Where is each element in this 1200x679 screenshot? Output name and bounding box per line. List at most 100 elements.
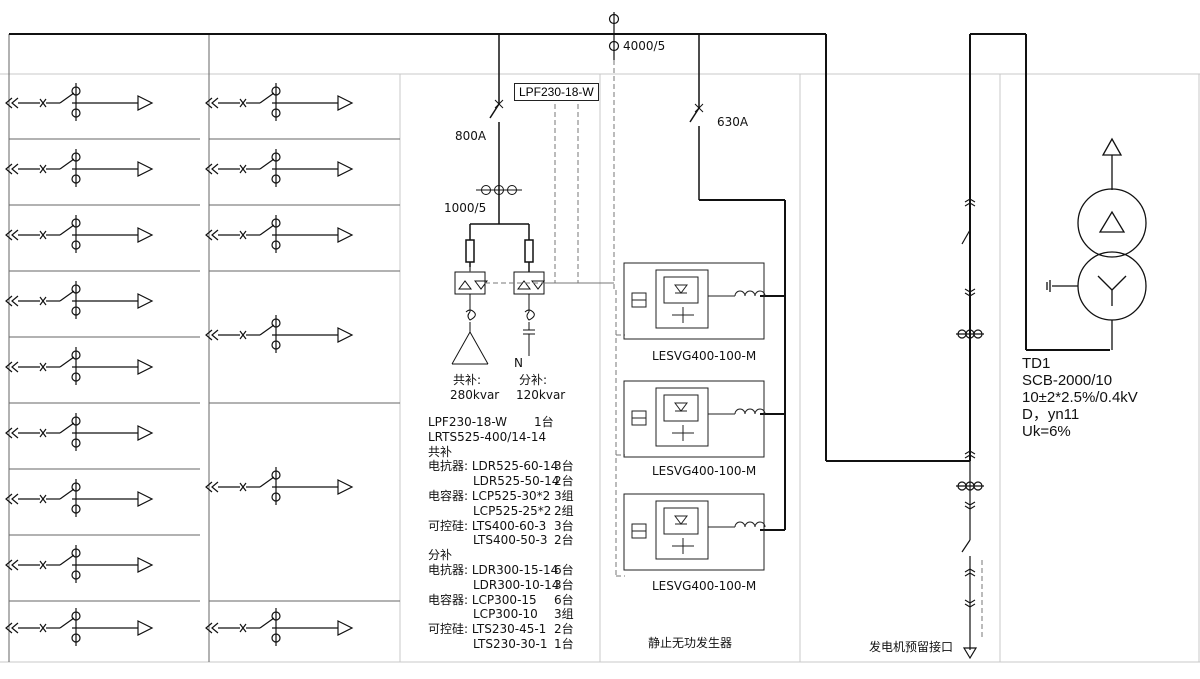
breaker-mark-icon [39, 362, 47, 372]
switch-blade-icon [59, 617, 75, 629]
breaker-mark-icon [239, 330, 247, 340]
feeder-circuit [5, 347, 154, 385]
switch-blade-icon [259, 158, 275, 170]
outgoing-arrow-icon [137, 161, 154, 177]
feeder-symbols [5, 83, 354, 646]
breaker-mark-icon [239, 230, 247, 240]
svg-unit [631, 276, 699, 323]
igbt-bridge-icon [663, 507, 699, 535]
equipment-qty: 6台 [554, 592, 574, 607]
igbt-bridge-icon [663, 276, 699, 304]
control-lines [469, 104, 625, 577]
equipment-model: 电抗器: LDR525-60-14 [428, 459, 559, 474]
svg-unit-label: LESVG400-100-M [652, 349, 757, 363]
feeder-circuit [5, 215, 154, 253]
diode-icon [674, 402, 688, 412]
feeder-circuit [205, 315, 354, 353]
plug-in-contact-icon [5, 295, 19, 307]
breaker-mark-icon [39, 98, 47, 108]
equipment-model: 电容器: LCP525-30*2 [428, 488, 551, 503]
equipment-model: 分补 [428, 548, 453, 563]
breaker-630a-mark [694, 103, 704, 113]
svg-internals [631, 276, 699, 554]
feeder-circuit [205, 608, 354, 646]
breaker-mark-icon [39, 623, 47, 633]
plug-in-contact-icon [205, 163, 219, 175]
panel-grid [0, 73, 1200, 663]
outgoing-arrow-icon [137, 95, 154, 111]
plug-in-contact-icon [5, 622, 19, 634]
plug-in-contact-icon [5, 559, 19, 571]
switch-blade-icon [259, 324, 275, 336]
plug-in-contact-icon [205, 329, 219, 341]
ct-1000-icon [476, 185, 522, 195]
feeder-circuit [5, 83, 154, 121]
transformer-spec: TD1 SCB-2000/10 10±2*2.5%/0.4kV D，yn11 U… [1022, 355, 1138, 440]
equipment-qty: 2组 [554, 503, 574, 518]
equipment-model: LRTS525-400/14-14 [428, 429, 547, 444]
outgoing-arrow-icon [137, 425, 154, 441]
generator-section-title: 发电机预留接口 [869, 640, 954, 654]
switch-blade-icon [59, 554, 75, 566]
diode-icon [674, 515, 688, 525]
breaker-800a-mark [494, 99, 504, 109]
breaker-mark-icon [39, 494, 47, 504]
plug-in-contact-icon [5, 493, 19, 505]
transformer-uk: Uk=6% [1022, 423, 1071, 440]
plug-in-contact-icon [205, 481, 219, 493]
equipment-qty: 3台 [554, 518, 574, 533]
equipment-row: LCP300-10 3组 [428, 607, 574, 622]
equipment-model: LDR525-50-14 [473, 474, 560, 489]
equipment-row: 共补 [428, 445, 559, 460]
plug-in-contact-icon [964, 599, 976, 608]
transformer-id: TD1 [1022, 355, 1051, 372]
ct-1000-label: 1000/5 [444, 201, 487, 215]
outgoing-arrow-icon [337, 620, 354, 636]
breaker-mark-icon [39, 164, 47, 174]
switch-blade-icon [59, 290, 75, 302]
svg-generator-units [623, 262, 766, 571]
outgoing-arrow-icon [137, 557, 154, 573]
equipment-qty: 3组 [554, 607, 574, 622]
equipment-model: LPF230-18-W [428, 415, 508, 429]
filter-box-label: LPF230-18-W [514, 83, 599, 101]
svg-unit [631, 394, 699, 441]
equipment-qty: 1台 [554, 636, 574, 651]
feeder-circuit [5, 413, 154, 451]
breaker-800a-label: 800A [455, 129, 487, 143]
equipment-qty: 6台 [554, 562, 574, 577]
arrow-marks [964, 198, 976, 608]
plug-in-contact-icon [5, 163, 19, 175]
switch-blade-icon [59, 92, 75, 104]
equipment-qty: 3台 [554, 577, 574, 592]
feeder-grid [8, 34, 400, 662]
diode-icon [674, 284, 688, 294]
plug-in-contact-icon [5, 97, 19, 109]
outgoing-arrow-icon [337, 479, 354, 495]
transformer-vector: D，yn11 [1022, 406, 1080, 423]
svg-supply-line [699, 199, 786, 531]
equipment-qty: 1台 [534, 415, 554, 429]
common-comp-label: 共补: [453, 373, 482, 387]
transformer-model: SCB-2000/10 [1022, 372, 1113, 389]
equipment-qty: 2台 [554, 533, 574, 548]
equipment-model: LCP300-10 [473, 607, 538, 622]
breaker-mark-icon [39, 428, 47, 438]
feeder-circuit [5, 545, 154, 583]
feeder-circuit [5, 149, 154, 187]
bus-ct-label: 4000/5 [623, 39, 666, 53]
breaker-mark-icon [239, 98, 247, 108]
equipment-model: LTS230-30-1 [473, 636, 548, 651]
equipment-model: 可控硅: LTS230-45-1 [428, 622, 547, 637]
equipment-qty: 2台 [554, 474, 574, 489]
svg-unit [631, 507, 699, 554]
breaker-mark-icon [39, 296, 47, 306]
